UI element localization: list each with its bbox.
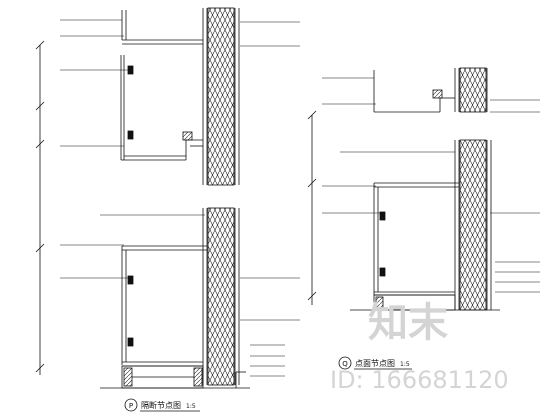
detail-number-right: Q	[342, 360, 348, 368]
detail-number-left: P	[129, 402, 133, 410]
right-dimension-line	[307, 110, 317, 305]
detail-scale-left: 1:5	[186, 403, 196, 410]
right-leaders	[322, 77, 540, 293]
watermark: 知末 ID: 166681120	[330, 300, 509, 394]
right-lower-section	[350, 139, 500, 311]
detail-title-right: Q 点面节点图 1:5	[338, 356, 412, 370]
detail-title-text-left: 隔断节点图	[141, 400, 181, 410]
detail-title-text-right: 点面节点图	[355, 359, 395, 368]
right-upper-section	[373, 67, 488, 113]
left-lower-section	[100, 207, 250, 389]
watermark-brand: 知末	[368, 300, 448, 346]
detail-scale-right: 1:5	[400, 361, 410, 368]
left-dimension-line	[35, 40, 45, 375]
left-leaders	[60, 19, 300, 377]
detail-title-left: P 隔断节点图 1:5	[124, 398, 200, 412]
watermark-id: ID: 166681120	[330, 366, 509, 394]
left-upper-section	[120, 7, 240, 186]
